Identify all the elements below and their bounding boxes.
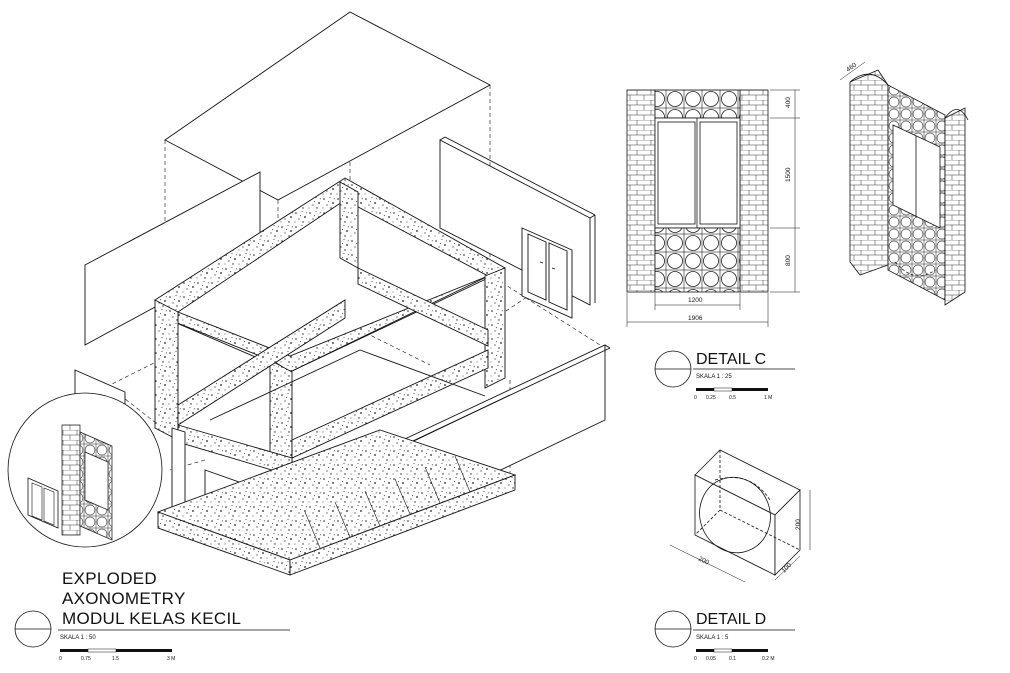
- detail-c-scale: SKALA 1 : 25: [696, 374, 732, 380]
- dim-c-outer-width: 1906: [688, 315, 703, 322]
- main-tick-3: 3 M: [167, 656, 175, 662]
- main-title-line1: EXPLODED: [62, 569, 157, 588]
- main-scale-bar: [60, 648, 172, 653]
- roof-plane: [164, 11, 491, 201]
- concrete-frame: [154, 177, 506, 481]
- detail-d-block: [669, 449, 811, 583]
- main-scale-label: SKALA 1 : 50: [60, 635, 96, 641]
- detail-c-elevation: [626, 89, 800, 327]
- main-tick-0: 0: [59, 656, 62, 662]
- detail-d-tick-1: 0.05: [706, 656, 716, 662]
- double-door: [521, 227, 573, 319]
- main-tick-1: 0.75: [81, 656, 91, 662]
- isometric-wall-detail: [839, 61, 969, 306]
- main-title-line2: AXONOMETRY: [62, 589, 186, 608]
- floor-slab: [156, 429, 517, 576]
- block-band-bottom: [654, 227, 741, 293]
- detail-d-scale: SKALA 1 : 5: [696, 635, 729, 641]
- detail-c-title-block: DETAIL C SKALA 1 : 25 0 0.25 0.5 1 M: [654, 350, 795, 401]
- brick-pier-left: [626, 89, 656, 293]
- detail-d-tick-3: 0.2 M: [762, 656, 775, 662]
- dim-d-height: 200: [795, 519, 802, 530]
- window-frame: [654, 117, 741, 229]
- detail-c-title: DETAIL C: [696, 351, 766, 368]
- detail-c-tick-0: 0: [694, 395, 697, 401]
- main-tick-2: 1.5: [112, 656, 119, 662]
- detail-c-tick-3: 1 M: [764, 395, 772, 401]
- dim-iso: 460: [845, 61, 858, 73]
- block-band-top: [654, 89, 741, 119]
- detail-c-tick-2: 0.5: [729, 395, 736, 401]
- detail-c-tick-1: 0.25: [706, 395, 716, 401]
- dim-d-width: 200: [697, 556, 710, 567]
- detail-d-tick-0: 0: [694, 656, 697, 662]
- detail-d-tick-2: 0.1: [729, 656, 736, 662]
- brick-pier-right: [739, 89, 769, 293]
- dim-c-middle: 1500: [785, 167, 792, 182]
- detail-d-title: DETAIL D: [696, 611, 766, 628]
- main-title-block: EXPLODED AXONOMETRY MODUL KELAS KECIL SK…: [14, 569, 290, 662]
- dim-c-top: 400: [785, 97, 792, 108]
- callout-circle: [7, 392, 163, 548]
- dim-c-inner-width: 1200: [688, 297, 703, 304]
- main-title-line3: MODUL KELAS KECIL: [62, 609, 241, 628]
- dim-c-bottom: 800: [785, 255, 792, 266]
- exploded-axonometry: [7, 11, 611, 576]
- detail-d-title-block: DETAIL D SKALA 1 : 5 0 0.05 0.1 0.2 M: [654, 610, 795, 662]
